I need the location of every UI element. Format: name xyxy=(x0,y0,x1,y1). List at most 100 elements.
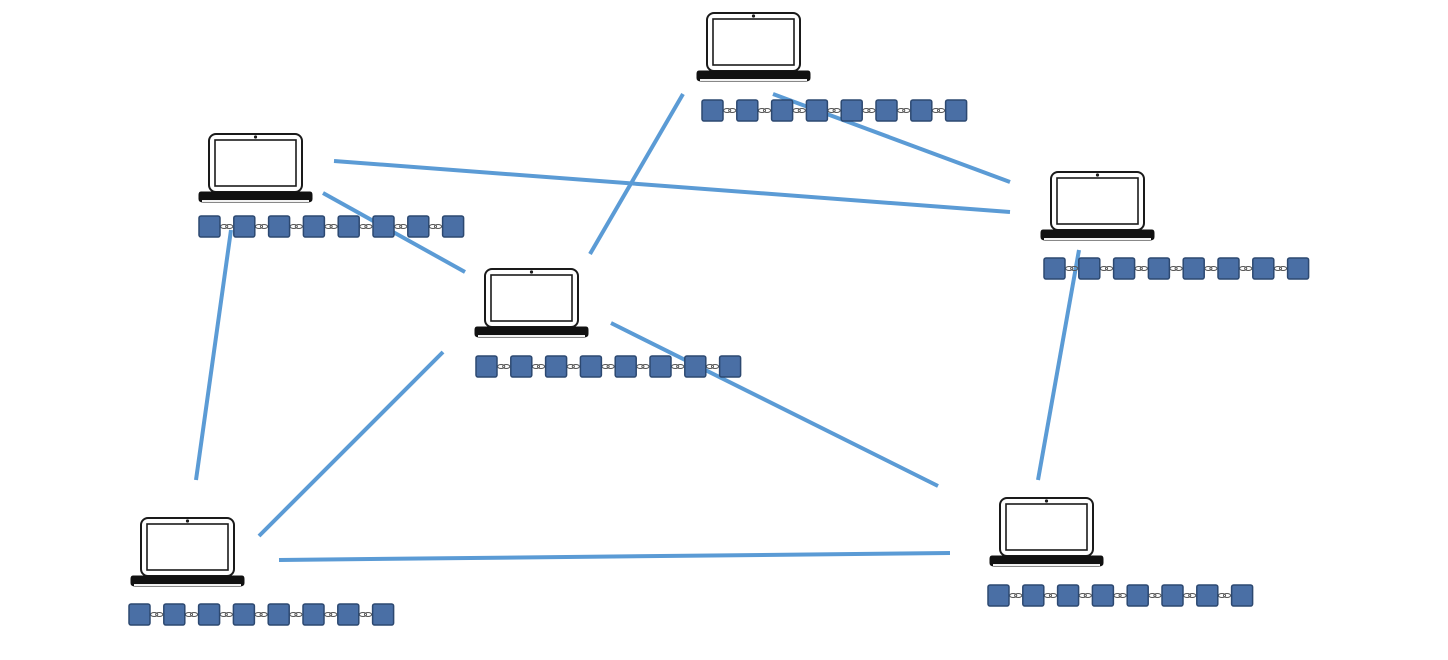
block xyxy=(649,355,672,378)
link-node-center-to-node-bottom-left xyxy=(257,350,445,538)
block xyxy=(302,215,326,238)
chain-link xyxy=(184,612,199,617)
chain-link xyxy=(531,364,546,369)
block xyxy=(302,603,325,626)
blockchain xyxy=(701,99,968,122)
block xyxy=(1112,257,1136,280)
block xyxy=(684,355,707,378)
chain-link xyxy=(289,224,303,229)
chain-link xyxy=(862,108,876,113)
laptop-icon xyxy=(474,268,589,338)
block xyxy=(579,355,603,378)
block xyxy=(1056,584,1080,607)
chain-link xyxy=(705,364,720,369)
chain-link xyxy=(1134,266,1148,271)
chain-link xyxy=(1099,266,1114,271)
link-node-upper-left-to-node-right xyxy=(333,159,1011,214)
chain-link xyxy=(792,108,806,113)
block xyxy=(736,99,759,122)
chain-link xyxy=(1169,266,1183,271)
chain-link xyxy=(1009,593,1023,598)
laptop-icon xyxy=(1040,171,1155,241)
link-node-upper-left-to-node-bottom-left xyxy=(194,229,233,481)
chain-link xyxy=(358,612,373,617)
node-bottom-left xyxy=(128,517,395,626)
node-bottom-right xyxy=(987,497,1254,607)
block xyxy=(1147,257,1171,280)
chain-link xyxy=(1204,266,1218,271)
block xyxy=(407,215,430,238)
block xyxy=(372,215,395,238)
chain-link xyxy=(289,612,303,617)
chain-link xyxy=(931,108,946,113)
block xyxy=(1126,584,1149,607)
link-node-bottom-left-to-node-bottom-right xyxy=(278,551,951,562)
block xyxy=(267,603,290,626)
chain-link xyxy=(671,364,685,369)
link-node-center-to-node-bottom-right xyxy=(610,321,939,488)
block xyxy=(233,215,256,238)
block xyxy=(475,355,498,378)
block xyxy=(510,355,533,378)
nodes-layer xyxy=(128,12,1310,626)
node-top xyxy=(696,12,968,122)
links-layer xyxy=(194,92,1081,562)
chain-link xyxy=(636,364,650,369)
blockchain xyxy=(198,215,465,238)
chain-link xyxy=(1183,593,1197,598)
block xyxy=(371,603,395,626)
laptop-icon xyxy=(198,133,313,203)
block xyxy=(1091,584,1115,607)
block xyxy=(1286,257,1310,280)
chain-link xyxy=(1217,593,1232,598)
block xyxy=(987,584,1010,607)
block xyxy=(1217,257,1240,280)
chain-link xyxy=(827,108,841,113)
block xyxy=(544,355,568,378)
node-upper-left xyxy=(198,133,465,238)
blockchain xyxy=(987,584,1254,607)
chain-link xyxy=(1148,593,1162,598)
chain-link xyxy=(497,364,511,369)
laptop-icon xyxy=(989,497,1104,567)
block xyxy=(840,99,863,122)
block xyxy=(875,99,898,122)
node-center xyxy=(474,268,742,378)
blockchain xyxy=(475,355,742,378)
chain-link xyxy=(1273,266,1288,271)
block xyxy=(614,355,637,378)
block xyxy=(441,215,465,238)
chain-link xyxy=(566,364,580,369)
block xyxy=(163,603,186,626)
chain-link xyxy=(359,224,373,229)
chain-link xyxy=(150,612,164,617)
block xyxy=(1252,257,1275,280)
chain-link xyxy=(1113,593,1127,598)
block xyxy=(701,99,724,122)
chain-link xyxy=(324,224,338,229)
block xyxy=(1078,257,1101,280)
block xyxy=(337,603,360,626)
chain-link xyxy=(324,612,338,617)
block xyxy=(910,99,933,122)
chain-link xyxy=(394,224,408,229)
block xyxy=(232,603,256,626)
chain-link xyxy=(897,108,911,113)
block xyxy=(1043,257,1066,280)
blockchain xyxy=(128,603,395,626)
block xyxy=(337,215,360,238)
block xyxy=(198,215,221,238)
block xyxy=(770,99,794,122)
block xyxy=(128,603,151,626)
block xyxy=(1022,584,1045,607)
block xyxy=(1230,584,1254,607)
blockchain xyxy=(1043,257,1310,280)
block xyxy=(718,355,742,378)
block xyxy=(197,603,221,626)
laptop-icon xyxy=(130,517,245,587)
laptop-icon xyxy=(696,12,811,82)
chain-link xyxy=(219,612,233,617)
block xyxy=(1161,584,1184,607)
link-node-top-to-node-center xyxy=(588,92,685,256)
